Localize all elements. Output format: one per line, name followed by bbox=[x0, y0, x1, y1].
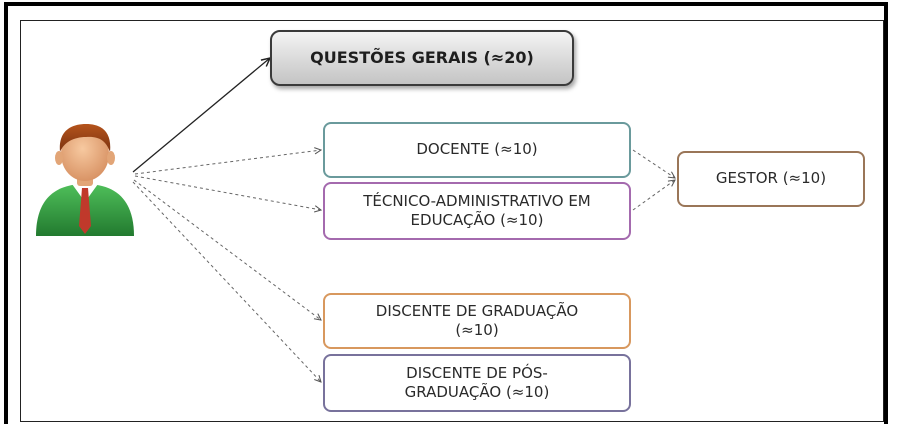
tecnico-administrativo-box: TÉCNICO-ADMINISTRATIVO EM EDUCAÇÃO (≈10) bbox=[323, 182, 631, 240]
gestor-label: GESTOR (≈10) bbox=[715, 169, 827, 188]
graduacao-label-line1: DISCENTE DE GRADUAÇÃO bbox=[375, 301, 579, 320]
arrow-tecnico-to-gestor bbox=[632, 180, 675, 211]
pos-label-line2: GRADUAÇÃO (≈10) bbox=[404, 383, 550, 401]
tecnico-label-line1: TÉCNICO-ADMINISTRATIVO EM bbox=[363, 191, 591, 210]
arrow-to-pos-graduacao bbox=[132, 181, 321, 382]
arrow-docente-to-gestor bbox=[632, 149, 675, 178]
docente-box: DOCENTE (≈10) bbox=[323, 122, 631, 178]
general-questions-box: QUESTÕES GERAIS (≈20) bbox=[270, 30, 574, 86]
graduacao-label-line2: (≈10) bbox=[455, 321, 499, 339]
arrow-to-docente bbox=[134, 150, 321, 175]
arrow-to-tecnico bbox=[134, 175, 321, 210]
discente-pos-graduacao-box: DISCENTE DE PÓS- GRADUAÇÃO (≈10) bbox=[323, 354, 631, 412]
pos-label-line1: DISCENTE DE PÓS- bbox=[406, 363, 548, 382]
docente-label: DOCENTE (≈10) bbox=[416, 140, 538, 159]
arrow-to-graduacao bbox=[133, 179, 321, 320]
general-questions-label: QUESTÕES GERAIS (≈20) bbox=[310, 47, 534, 67]
arrow-to-general bbox=[132, 58, 270, 173]
discente-graduacao-box: DISCENTE DE GRADUAÇÃO (≈10) bbox=[323, 293, 631, 349]
gestor-box: GESTOR (≈10) bbox=[677, 151, 865, 207]
tecnico-label-line2: EDUCAÇÃO (≈10) bbox=[410, 211, 544, 229]
user-avatar-icon bbox=[30, 118, 140, 240]
